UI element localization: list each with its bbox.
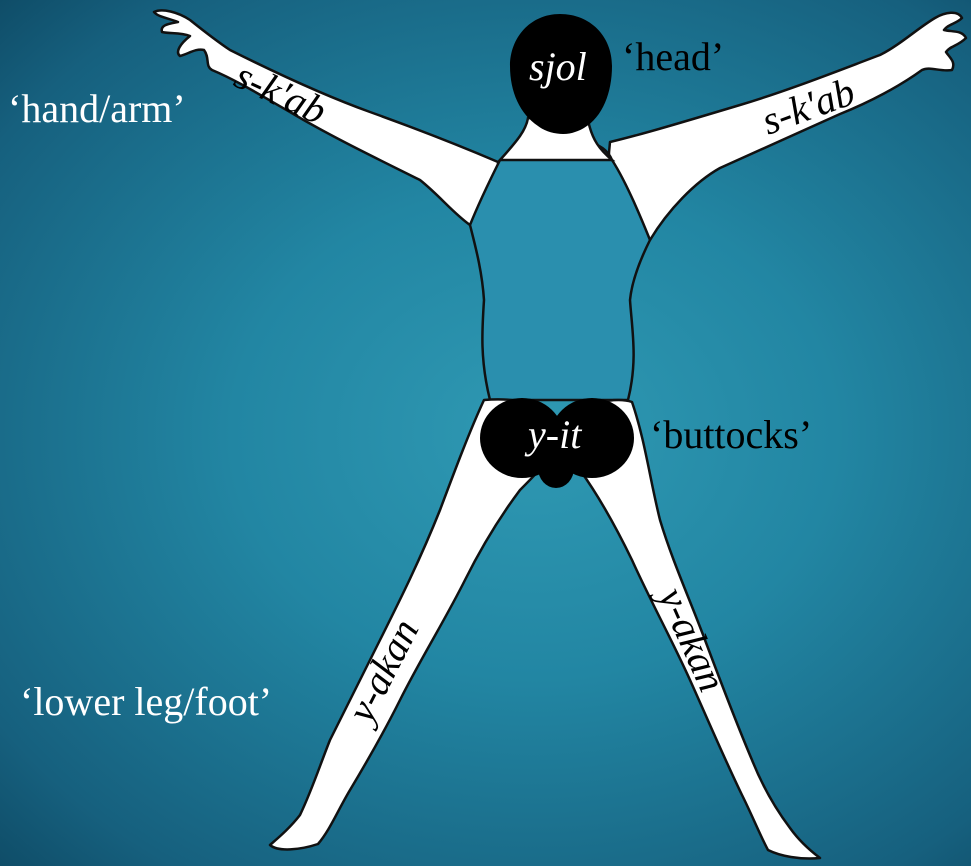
arm-gloss: ‘hand/arm’ xyxy=(8,86,186,131)
torso-shape xyxy=(470,140,650,400)
head-term: sjol xyxy=(529,44,587,89)
left-arm-shape xyxy=(154,10,498,225)
buttocks-gloss: ‘buttocks’ xyxy=(650,412,812,457)
buttocks-term: y-it xyxy=(524,412,582,457)
leg-gloss: ‘lower leg/foot’ xyxy=(20,679,272,724)
leg-term-right: y-akan xyxy=(648,577,735,698)
arm-term-left: s-k'ab xyxy=(228,52,333,133)
head-gloss: ‘head’ xyxy=(622,34,724,79)
arm-term-right: s-k'ab xyxy=(756,69,861,144)
